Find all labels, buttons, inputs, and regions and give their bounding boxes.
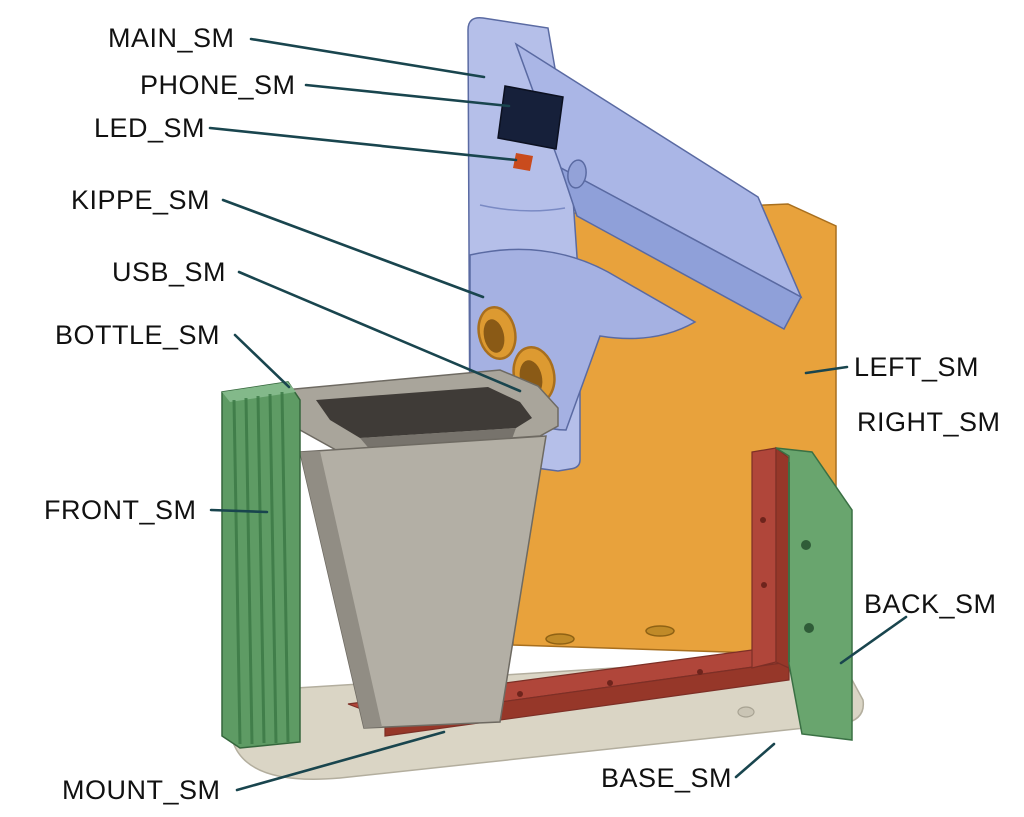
label-front-sm: FRONT_SM — [44, 495, 197, 525]
mount-screw-hole — [760, 517, 766, 523]
label-bottle-sm: BOTTLE_SM — [55, 320, 220, 350]
leader-back — [839, 615, 908, 665]
front-panel-rib — [280, 391, 290, 743]
leader-led — [208, 126, 518, 162]
front-panel-rib — [232, 399, 242, 745]
label-led-sm: LED_SM — [94, 113, 205, 143]
part-bottle-holder — [282, 369, 559, 729]
leader-phone — [304, 83, 511, 108]
label-left-sm: LEFT_SM — [854, 352, 979, 382]
part-labels: MAIN_SM PHONE_SM LED_SM KIPPE_SM USB_SM … — [44, 23, 1001, 805]
floor-hole — [645, 625, 675, 637]
back-bracket-hole — [801, 540, 811, 550]
label-main-sm: MAIN_SM — [108, 23, 235, 53]
leader-usb — [237, 270, 522, 393]
part-front-panel — [221, 381, 301, 749]
mount-screw-hole — [697, 669, 703, 675]
part-back-panel — [775, 447, 853, 741]
phone-screen — [497, 85, 564, 150]
label-base-sm: BASE_SM — [601, 763, 732, 793]
phone-tray-underside — [559, 166, 803, 331]
plate-oval-hole — [567, 159, 587, 189]
floor-hole — [545, 633, 575, 645]
bottle-body-shade — [300, 451, 382, 728]
base-hole — [737, 706, 755, 718]
front-panel-rib — [268, 393, 278, 744]
bottle-opening — [316, 387, 532, 438]
back-bracket-hole — [804, 623, 814, 633]
label-mount-sm: MOUNT_SM — [62, 775, 221, 805]
mount-screw-hole — [607, 680, 613, 686]
plate-contour — [479, 204, 566, 212]
usb-port-hole-inner — [483, 319, 505, 353]
leader-main — [249, 37, 486, 79]
label-usb-sm: USB_SM — [112, 257, 226, 287]
leader-mount — [235, 730, 446, 792]
leader-front — [209, 508, 269, 514]
mount-strip-side — [775, 446, 790, 669]
label-right-sm: RIGHT_SM — [857, 407, 1001, 437]
label-back-sm: BACK_SM — [864, 589, 997, 619]
part-main-dock — [467, 17, 803, 472]
leader-base — [734, 742, 776, 779]
leader-bottle — [233, 333, 291, 389]
leader-lines — [208, 37, 908, 792]
mount-strip-face — [751, 447, 777, 669]
led-indicator — [513, 153, 533, 171]
front-panel-rib — [256, 395, 266, 744]
mount-screw-hole — [517, 691, 523, 697]
mount-screw-hole — [761, 582, 767, 588]
label-phone-sm: PHONE_SM — [140, 70, 296, 100]
front-panel-rib — [244, 397, 254, 745]
leader-left — [804, 365, 849, 375]
leader-kippe — [221, 198, 485, 299]
front-panel-top — [222, 382, 296, 402]
label-kippe-sm: KIPPE_SM — [71, 185, 210, 215]
